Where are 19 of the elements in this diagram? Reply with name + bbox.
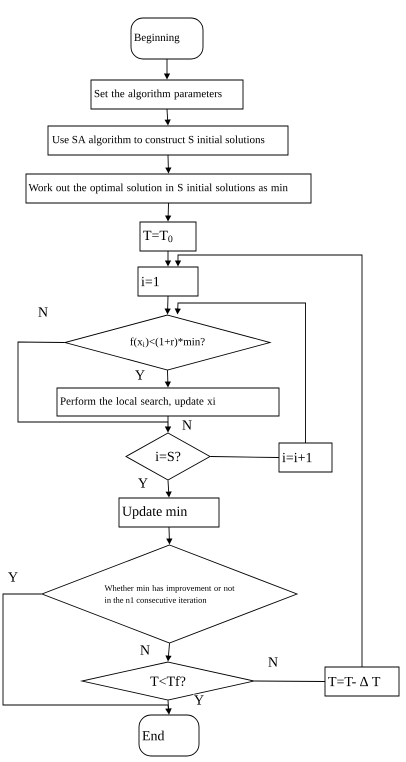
edge-label: Y: [6, 571, 20, 583]
process-box: Set the algorithm parameters: [90, 80, 244, 110]
process-box: Perform the local search, update xi: [56, 388, 280, 416]
process-box: i=i+1: [278, 442, 332, 472]
edge-label: N: [36, 306, 50, 318]
process-box: T=T- Δ T: [324, 666, 400, 696]
process-box: Work out the optimal solution in S initial solutions as min: [26, 174, 312, 204]
terminal-box: End: [138, 714, 200, 756]
process-box: Update min: [118, 498, 220, 528]
edge-label: N: [138, 644, 152, 656]
edge-label: Y: [134, 369, 146, 381]
terminal-box: Beginning: [130, 18, 204, 60]
edge-label: Y: [192, 694, 206, 706]
process-box: T=T$_{0}$: [140, 222, 196, 252]
process-box: i=1: [138, 266, 198, 296]
process-box: Use SA algorithm to construct S initial solutions: [48, 126, 288, 156]
arrow: [174, 302, 306, 443]
edge-label: N: [266, 656, 280, 668]
edge-label: N: [180, 419, 194, 431]
